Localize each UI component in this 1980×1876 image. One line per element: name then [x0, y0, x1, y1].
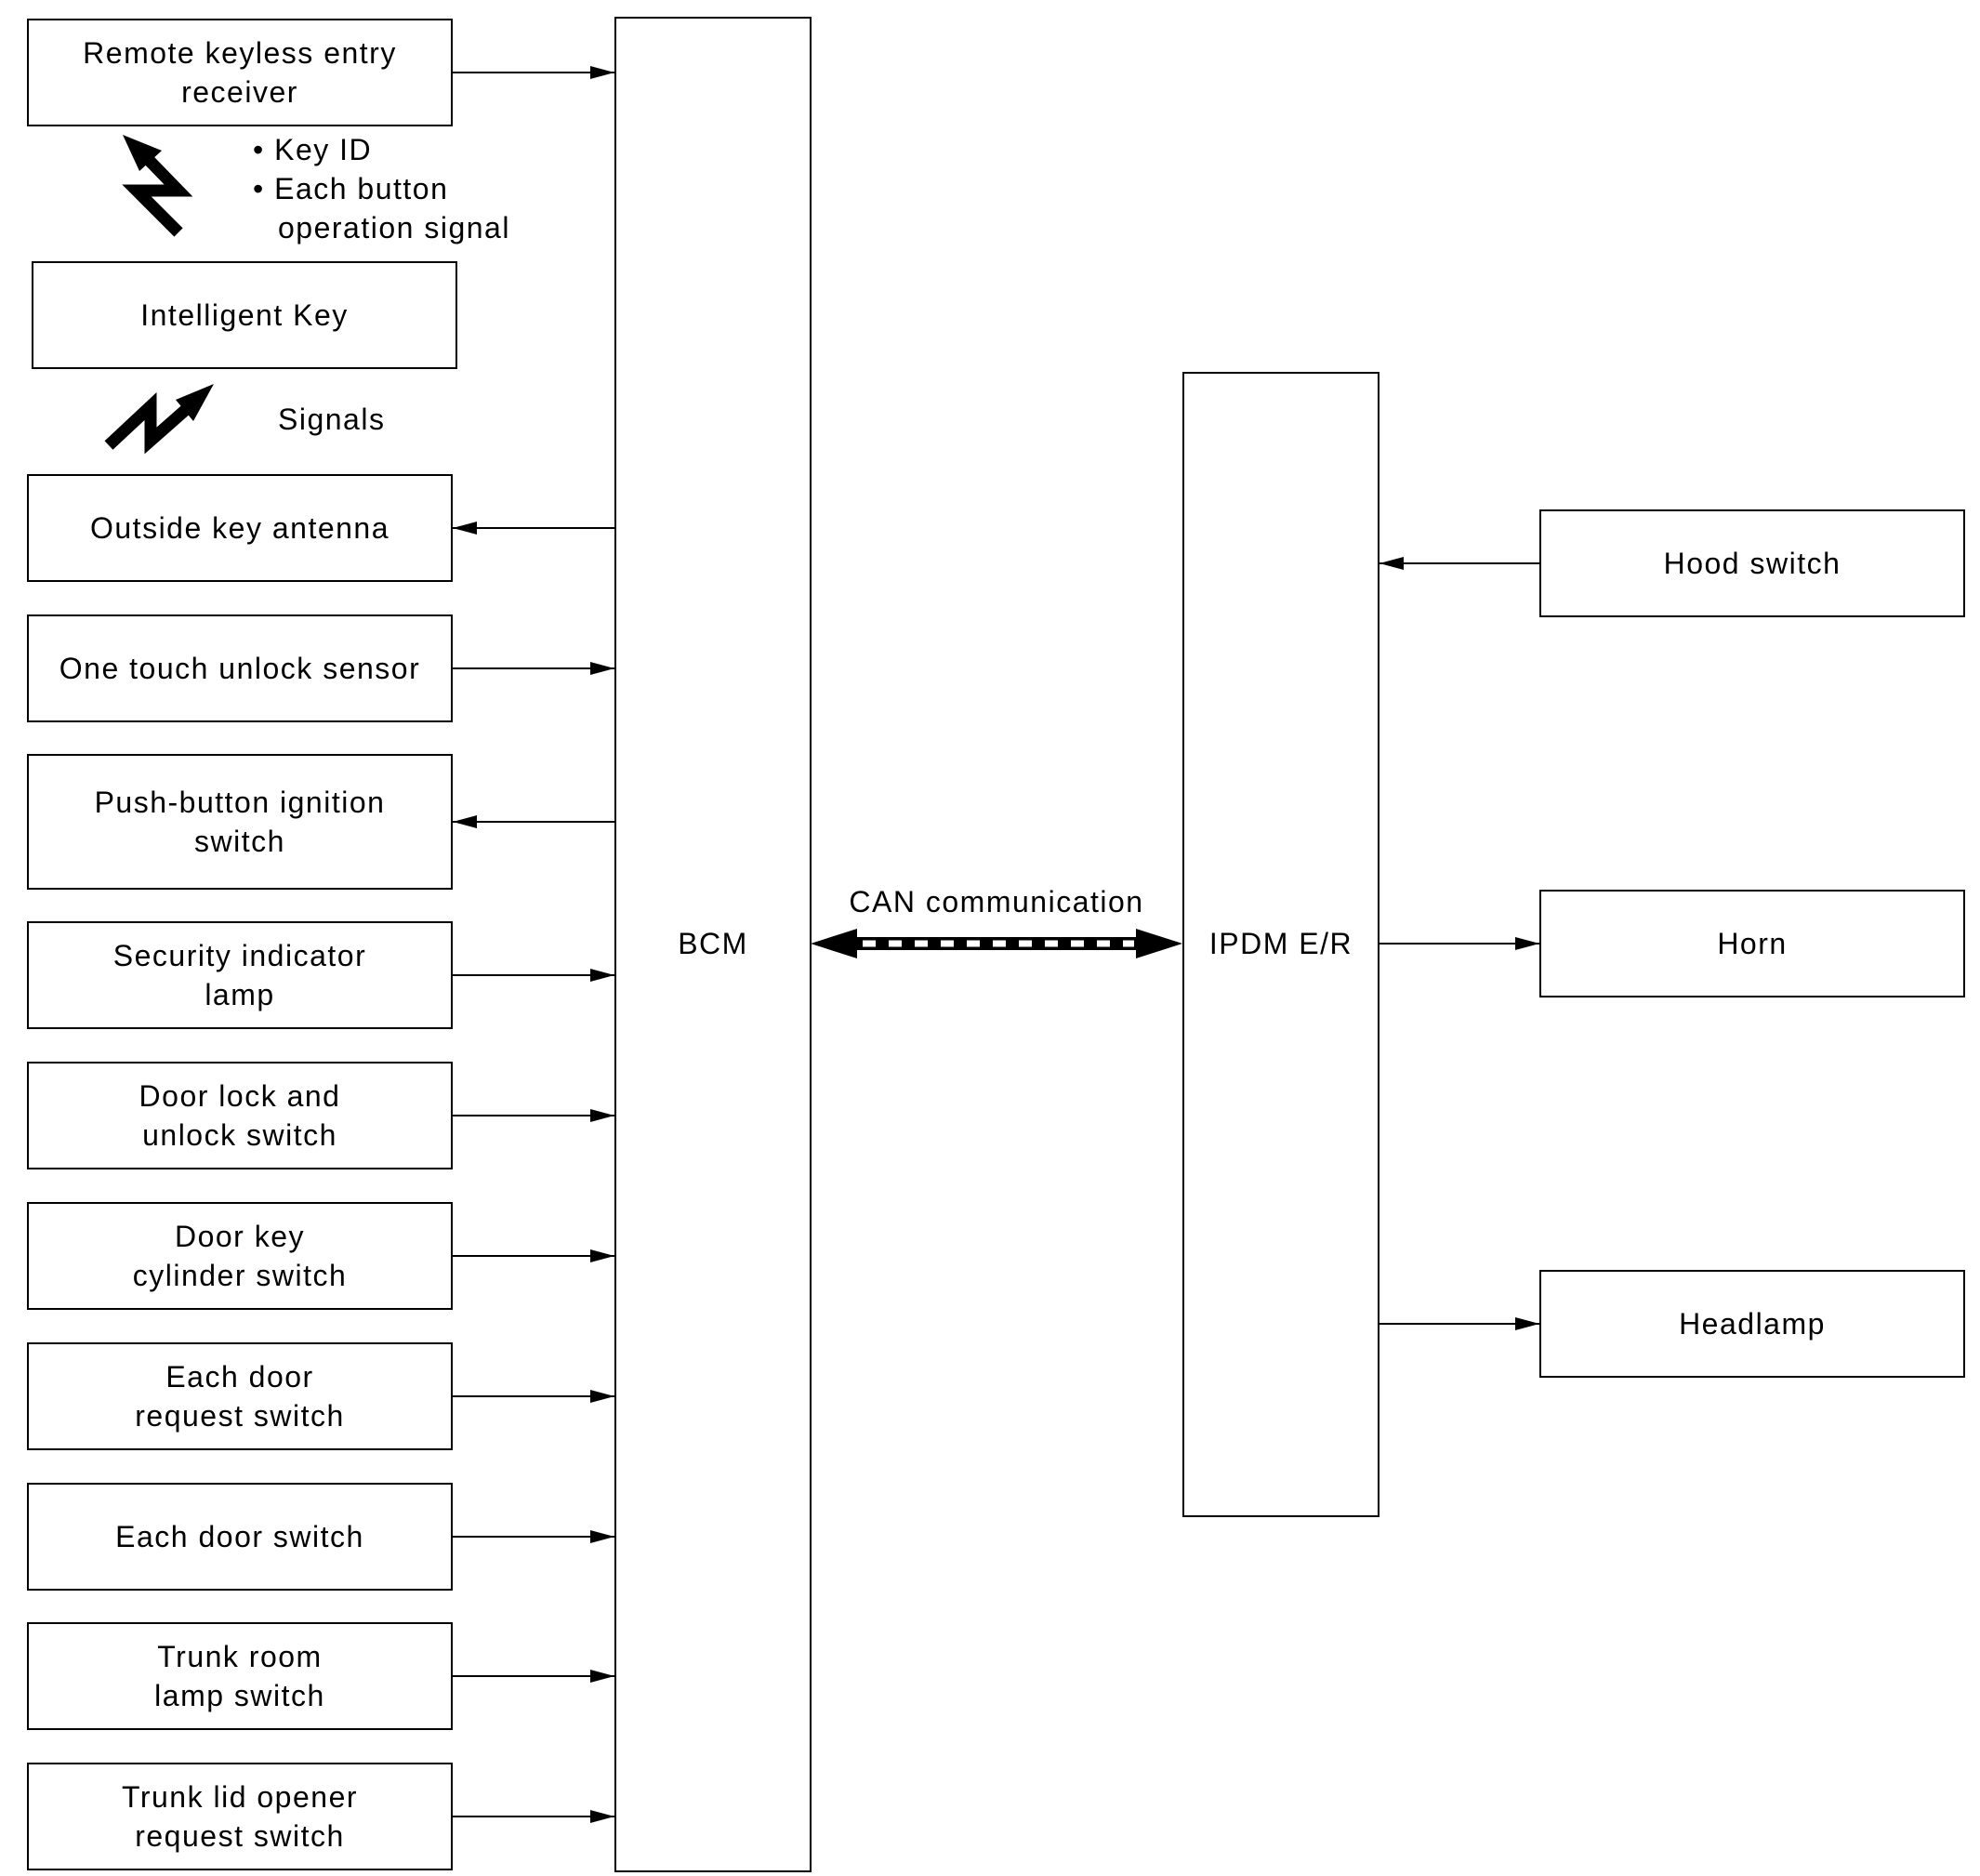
trunk-lid-opener-request-switch-box: Trunk lid opener request switch	[27, 1763, 453, 1870]
horn-box: Horn	[1539, 890, 1965, 997]
box-label-line: Trunk room	[157, 1640, 323, 1673]
box-label-line: Security indicator	[112, 939, 367, 972]
box-label-line: Hood switch	[1663, 547, 1841, 580]
box-label-line: lamp switch	[154, 1679, 325, 1712]
bcm-box	[614, 17, 812, 1872]
headlamp-box: Headlamp	[1539, 1270, 1965, 1378]
bcm-label: BCM	[678, 927, 748, 960]
box-label-line: request switch	[135, 1819, 345, 1853]
box-label-line: Each door switch	[115, 1520, 364, 1553]
wireless-signal-icon-up	[122, 135, 193, 237]
can-bus-arrow	[811, 929, 1182, 958]
remote-keyless-entry-receiver-box: Remote keyless entry receiver	[27, 19, 453, 126]
box-label-line: Outside key antenna	[89, 511, 390, 545]
each-button-note: Each button	[274, 172, 449, 205]
one-touch-unlock-sensor-box: One touch unlock sensor	[27, 614, 453, 722]
security-indicator-lamp-box: Security indicator lamp	[27, 921, 453, 1029]
each-door-request-switch-box: Each door request switch	[27, 1342, 453, 1450]
box-label-line: Door lock and	[139, 1079, 341, 1113]
box-label-line: unlock switch	[142, 1118, 337, 1152]
hood-switch-box: Hood switch	[1539, 509, 1965, 617]
box-label-line: Headlamp	[1679, 1307, 1826, 1341]
can-communication-label: CAN communication	[849, 885, 1144, 918]
box-label-line: Trunk lid opener	[121, 1780, 359, 1814]
box-label-line: receiver	[181, 75, 298, 109]
ipdm-er-box	[1182, 372, 1379, 1517]
signals-label: Signals	[278, 403, 386, 436]
key-signal-notes: • Key ID • Each button operation signal	[253, 130, 510, 247]
push-button-ignition-switch-box: Push-button ignition switch	[27, 754, 453, 890]
box-label-line: Each door	[165, 1360, 314, 1394]
each-door-switch-box: Each door switch	[27, 1483, 453, 1591]
connector-lines	[453, 66, 1539, 1823]
wireless-signal-icon-down	[104, 384, 214, 455]
box-label-line: Remote keyless entry	[83, 36, 397, 70]
box-label-line: Horn	[1717, 927, 1788, 960]
box-label-line: cylinder switch	[132, 1259, 348, 1292]
door-lock-unlock-switch-box: Door lock and unlock switch	[27, 1062, 453, 1169]
trunk-room-lamp-switch-box: Trunk room lamp switch	[27, 1622, 453, 1730]
box-label-line: Intelligent Key	[140, 298, 349, 332]
box-label-line: Push-button ignition	[94, 786, 386, 819]
intelligent-key-box: Intelligent Key	[32, 261, 457, 369]
bullet-dot: •	[253, 133, 275, 166]
ipdm-er-label: IPDM E/R	[1208, 927, 1353, 960]
box-label-line: request switch	[135, 1399, 345, 1433]
operation-signal-note: operation signal	[278, 211, 510, 244]
box-label-line: lamp	[205, 978, 275, 1011]
box-label-line: Door key	[174, 1220, 306, 1253]
bullet-dot: •	[253, 172, 275, 205]
outside-key-antenna-box: Outside key antenna	[27, 474, 453, 582]
door-key-cylinder-switch-box: Door key cylinder switch	[27, 1202, 453, 1310]
key-id-note: Key ID	[274, 133, 373, 166]
box-label-line: switch	[194, 825, 285, 858]
box-label-line: One touch unlock sensor	[59, 652, 421, 685]
